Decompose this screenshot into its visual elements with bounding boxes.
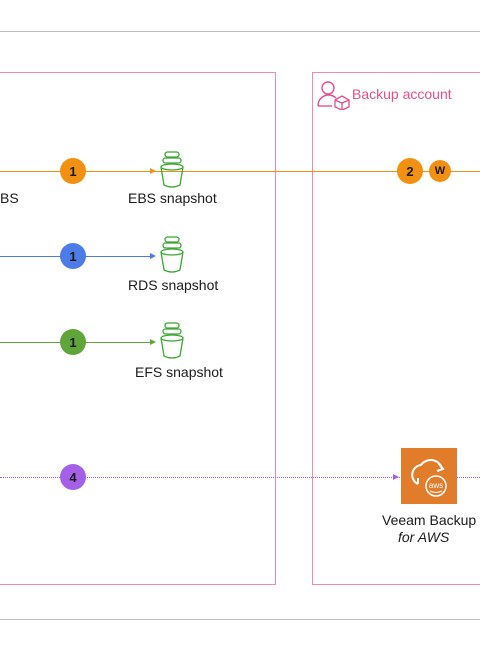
left-partial-label: BS: [0, 190, 19, 206]
account-icon: [317, 81, 350, 110]
veeam-step-badge: 4: [60, 464, 86, 490]
ebs-snapshot-icon: [160, 151, 184, 188]
veeam-flow-line: [0, 477, 480, 478]
copy-w-badge: W: [429, 160, 451, 182]
efs-arrowhead: [150, 339, 156, 345]
backup-account-label: Backup account: [352, 86, 452, 102]
cloud-refresh-icon: aws: [411, 459, 447, 497]
backup-account-box: [312, 72, 480, 585]
efs-snapshot-icon: [160, 322, 184, 359]
frame-bottom-line: [0, 619, 480, 620]
frame-top-line: [0, 31, 480, 32]
ebs-snapshot-label: EBS snapshot: [128, 190, 217, 206]
copy-step-badge: 2: [397, 158, 423, 184]
veeam-label-line2: for AWS: [398, 529, 450, 545]
veeam-label-line1: Veeam Backup: [382, 512, 477, 528]
rds-snapshot-label: RDS snapshot: [128, 277, 219, 293]
aws-icon-text: aws: [429, 481, 443, 490]
veeam-backup-icon: aws: [401, 448, 457, 504]
rds-step-badge: 1: [60, 243, 86, 269]
rds-arrowhead: [150, 253, 156, 259]
efs-snapshot-label: EFS snapshot: [135, 364, 223, 380]
efs-step-badge: 1: [60, 329, 86, 355]
ebs-step-badge: 1: [60, 158, 86, 184]
ebs-arrowhead: [150, 168, 156, 174]
rds-snapshot-icon: [160, 236, 184, 273]
source-account-box: [0, 72, 276, 585]
veeam-arrowhead: [393, 474, 399, 480]
ebs-flow-line: [0, 171, 480, 172]
